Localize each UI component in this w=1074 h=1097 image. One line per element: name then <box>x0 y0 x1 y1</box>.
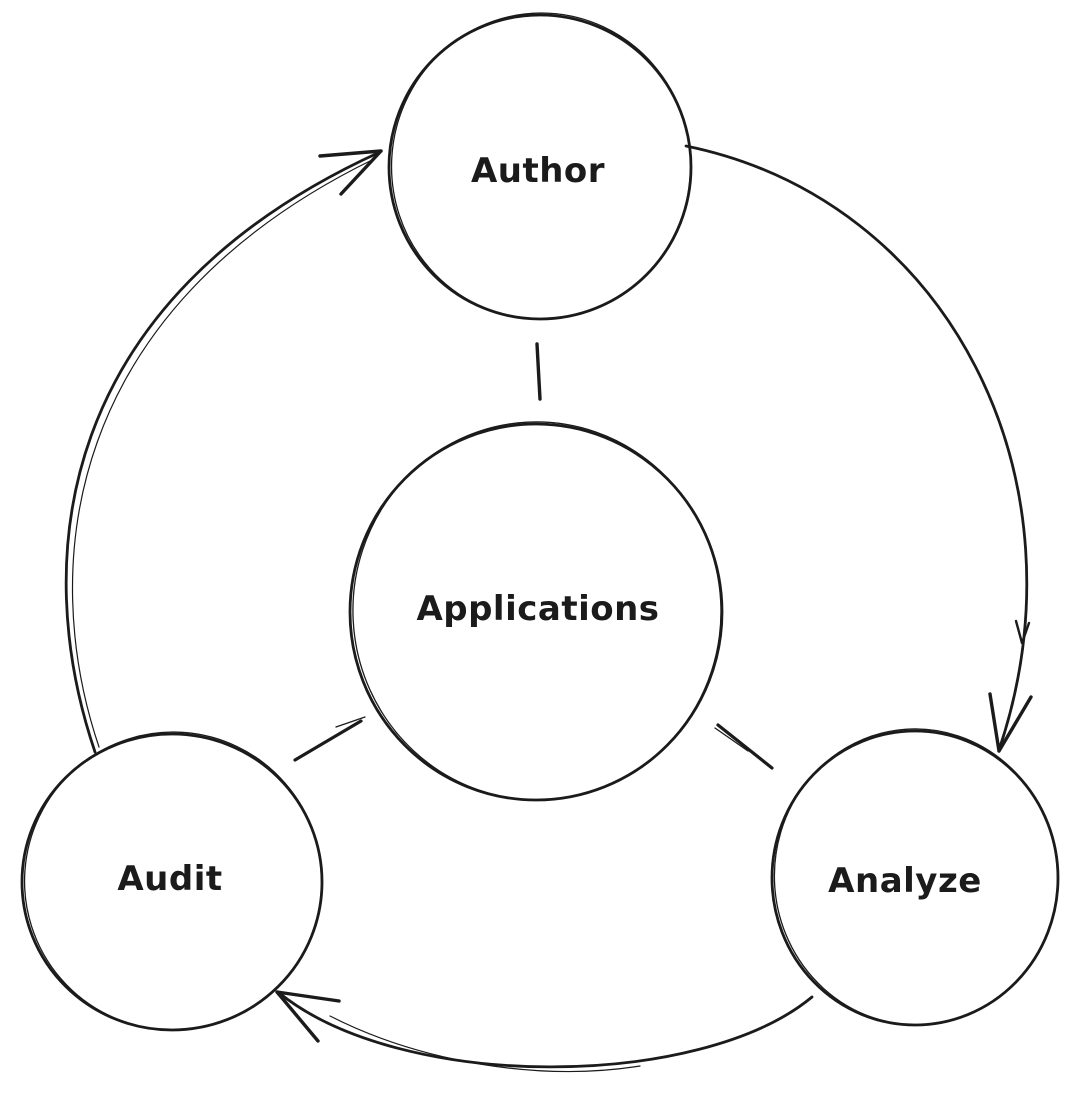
edge-analyze-to-audit-curve <box>276 990 814 1069</box>
edge-applications-to-analyze <box>714 723 774 770</box>
edge-applications-to-author <box>535 342 542 401</box>
applications-author-tick <box>535 342 542 401</box>
analyze-label: Analyze <box>828 861 982 901</box>
edge-audit-to-author-curve <box>64 150 382 754</box>
author-circle-sketch-overlay <box>390 12 692 320</box>
applications-audit-tick-sketch-overlay <box>335 716 366 728</box>
audit-label: Audit <box>117 859 222 899</box>
applications-audit-tick <box>293 719 363 762</box>
edge-author-to-analyze <box>684 144 1033 753</box>
author-label: Author <box>471 151 605 191</box>
edge-analyze-to-audit-arrowhead <box>275 990 341 1043</box>
edge-audit-to-author-arrowhead <box>318 149 383 196</box>
applications-label: Applications <box>416 589 659 629</box>
edge-author-to-analyze-curve <box>684 144 1029 752</box>
node-applications: Applications <box>348 421 724 802</box>
applications-circle-sketch-overlay <box>352 421 722 801</box>
edge-author-to-analyze-mid-barb <box>1014 619 1031 645</box>
edge-author-to-analyze-arrowhead <box>988 692 1033 753</box>
applications-analyze-tick-sketch-overlay <box>714 727 749 752</box>
edge-analyze-to-audit-sketch-overlay <box>329 1015 641 1073</box>
edge-analyze-to-audit <box>275 990 814 1073</box>
node-audit: Audit <box>20 731 324 1032</box>
analyze-circle-sketch-overlay <box>773 728 1059 1026</box>
edge-audit-to-author-sketch-overlay <box>71 158 375 748</box>
applications-analyze-tick <box>716 723 774 770</box>
node-author: Author <box>387 12 693 321</box>
node-analyze: Analyze <box>770 728 1060 1027</box>
audit-circle-sketch-overlay <box>23 731 323 1031</box>
edge-applications-to-audit <box>293 716 366 762</box>
edge-audit-to-author <box>64 149 383 754</box>
